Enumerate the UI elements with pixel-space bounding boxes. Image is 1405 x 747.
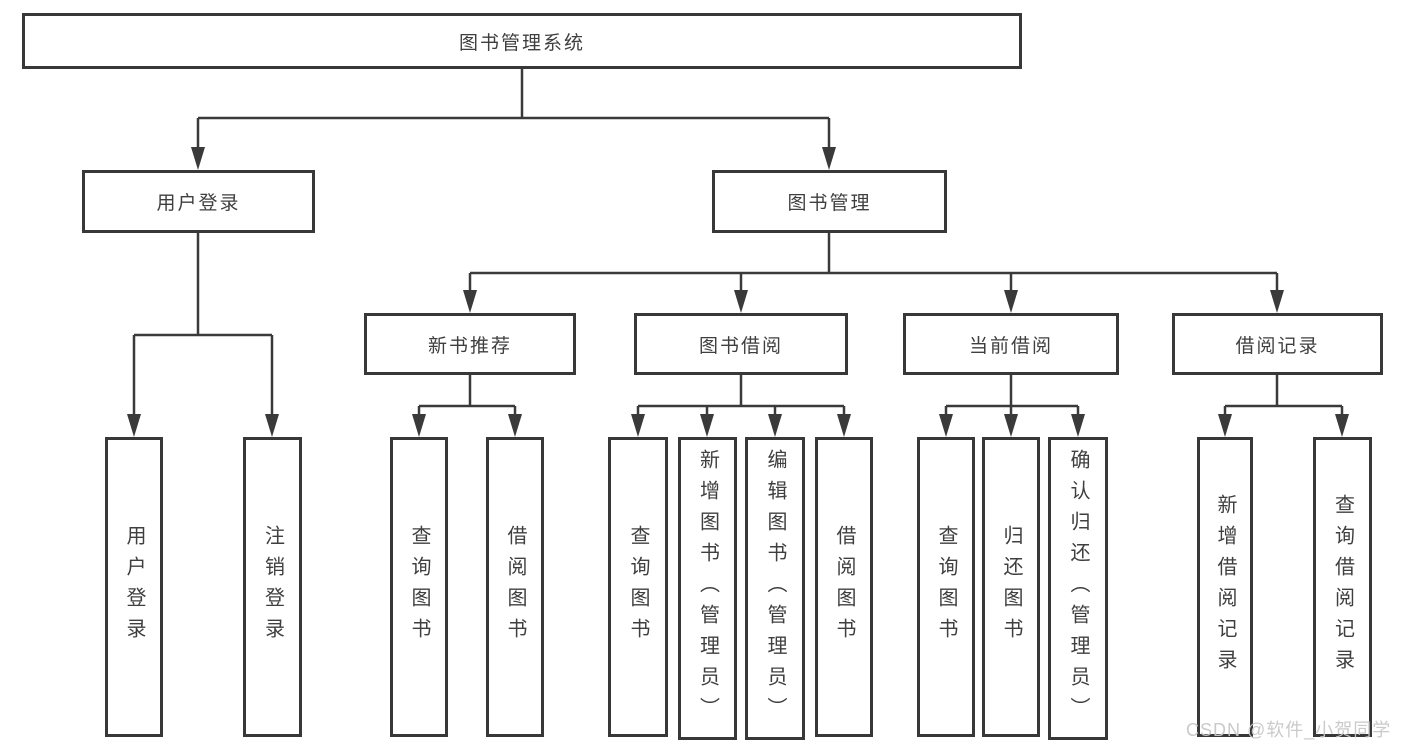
node-label: 当前借阅	[968, 335, 1053, 357]
leaf-query-books-2: 查询图书	[608, 437, 668, 737]
arrowhead	[127, 414, 141, 437]
leaf-user-login: 用户登录	[105, 437, 163, 737]
node-label: 新增借阅记录	[1214, 494, 1236, 680]
leaf-logout: 注销登录	[243, 437, 302, 737]
node-label: 编辑图书（管理员）	[764, 449, 786, 728]
leaf-add-books-admin: 新增图书（管理员）	[678, 437, 737, 740]
node-label: 查询图书	[408, 525, 430, 649]
node-label: 查询图书	[935, 525, 957, 649]
node-label: 借阅图书	[833, 525, 855, 649]
leaf-query-books-1: 查询图书	[390, 437, 448, 737]
connector-current-borrow-children	[944, 375, 1080, 415]
node-label: 用户登录	[156, 193, 241, 214]
node-root-library-system: 图书管理系统	[22, 13, 1022, 69]
connector-root-to-level2	[196, 69, 831, 148]
arrowhead	[822, 147, 836, 170]
csdn-watermark: CSDN @软件_小贺同学	[1186, 720, 1392, 740]
node-label: 查询图书	[627, 525, 649, 649]
arrowhead	[734, 290, 748, 313]
node-label: 借阅图书	[504, 525, 526, 649]
node-user-login: 用户登录	[82, 170, 315, 233]
connector-user-login-children	[132, 233, 274, 415]
node-label: 图书管理系统	[458, 32, 585, 54]
arrowhead	[768, 414, 782, 437]
leaf-edit-books-admin: 编辑图书（管理员）	[745, 437, 805, 740]
arrowhead	[1335, 414, 1349, 437]
arrowhead	[837, 414, 851, 437]
node-label: 新书推荐	[427, 335, 512, 357]
node-label: 图书管理	[787, 193, 872, 214]
node-new-book-recommend: 新书推荐	[364, 313, 576, 375]
connector-book-borrow-children	[636, 375, 846, 415]
node-label: 注销登录	[261, 525, 284, 649]
arrowhead	[1218, 414, 1232, 437]
node-label: 借阅记录	[1235, 335, 1320, 357]
node-book-borrow: 图书借阅	[634, 313, 848, 375]
leaf-add-borrow-record: 新增借阅记录	[1197, 437, 1253, 737]
node-label: 新增图书（管理员）	[696, 449, 719, 728]
arrowhead	[265, 414, 279, 437]
arrowhead	[631, 414, 645, 437]
connector-borrow-records-children	[1223, 375, 1344, 415]
node-label: 归还图书	[1000, 525, 1022, 649]
arrowhead	[463, 290, 477, 313]
leaf-query-borrow-record: 查询借阅记录	[1313, 437, 1372, 737]
connector-new-book-children	[417, 375, 517, 415]
arrowhead	[700, 414, 714, 437]
node-book-management: 图书管理	[712, 170, 947, 233]
arrowhead	[412, 414, 426, 437]
arrowhead	[508, 414, 522, 437]
leaf-return-books: 归还图书	[982, 437, 1040, 737]
node-label: 图书借阅	[698, 335, 783, 357]
arrowhead	[1071, 414, 1085, 437]
arrowhead	[1004, 414, 1018, 437]
leaf-borrow-books-1: 借阅图书	[486, 437, 544, 737]
connector-book-mgmt-to-level3	[468, 233, 1279, 291]
node-label: 查询借阅记录	[1331, 494, 1354, 680]
node-current-borrow: 当前借阅	[903, 313, 1119, 375]
node-label: 确认归还（管理员）	[1067, 449, 1089, 728]
arrowhead	[939, 414, 953, 437]
leaf-borrow-books-2: 借阅图书	[815, 437, 873, 737]
leaf-confirm-return-admin: 确认归还（管理员）	[1048, 437, 1108, 740]
leaf-query-books-3: 查询图书	[917, 437, 975, 737]
node-label: 用户登录	[123, 525, 145, 649]
node-borrow-records: 借阅记录	[1172, 313, 1383, 375]
arrowhead	[1270, 290, 1284, 313]
arrowhead	[191, 147, 205, 170]
arrowhead	[1004, 290, 1018, 313]
